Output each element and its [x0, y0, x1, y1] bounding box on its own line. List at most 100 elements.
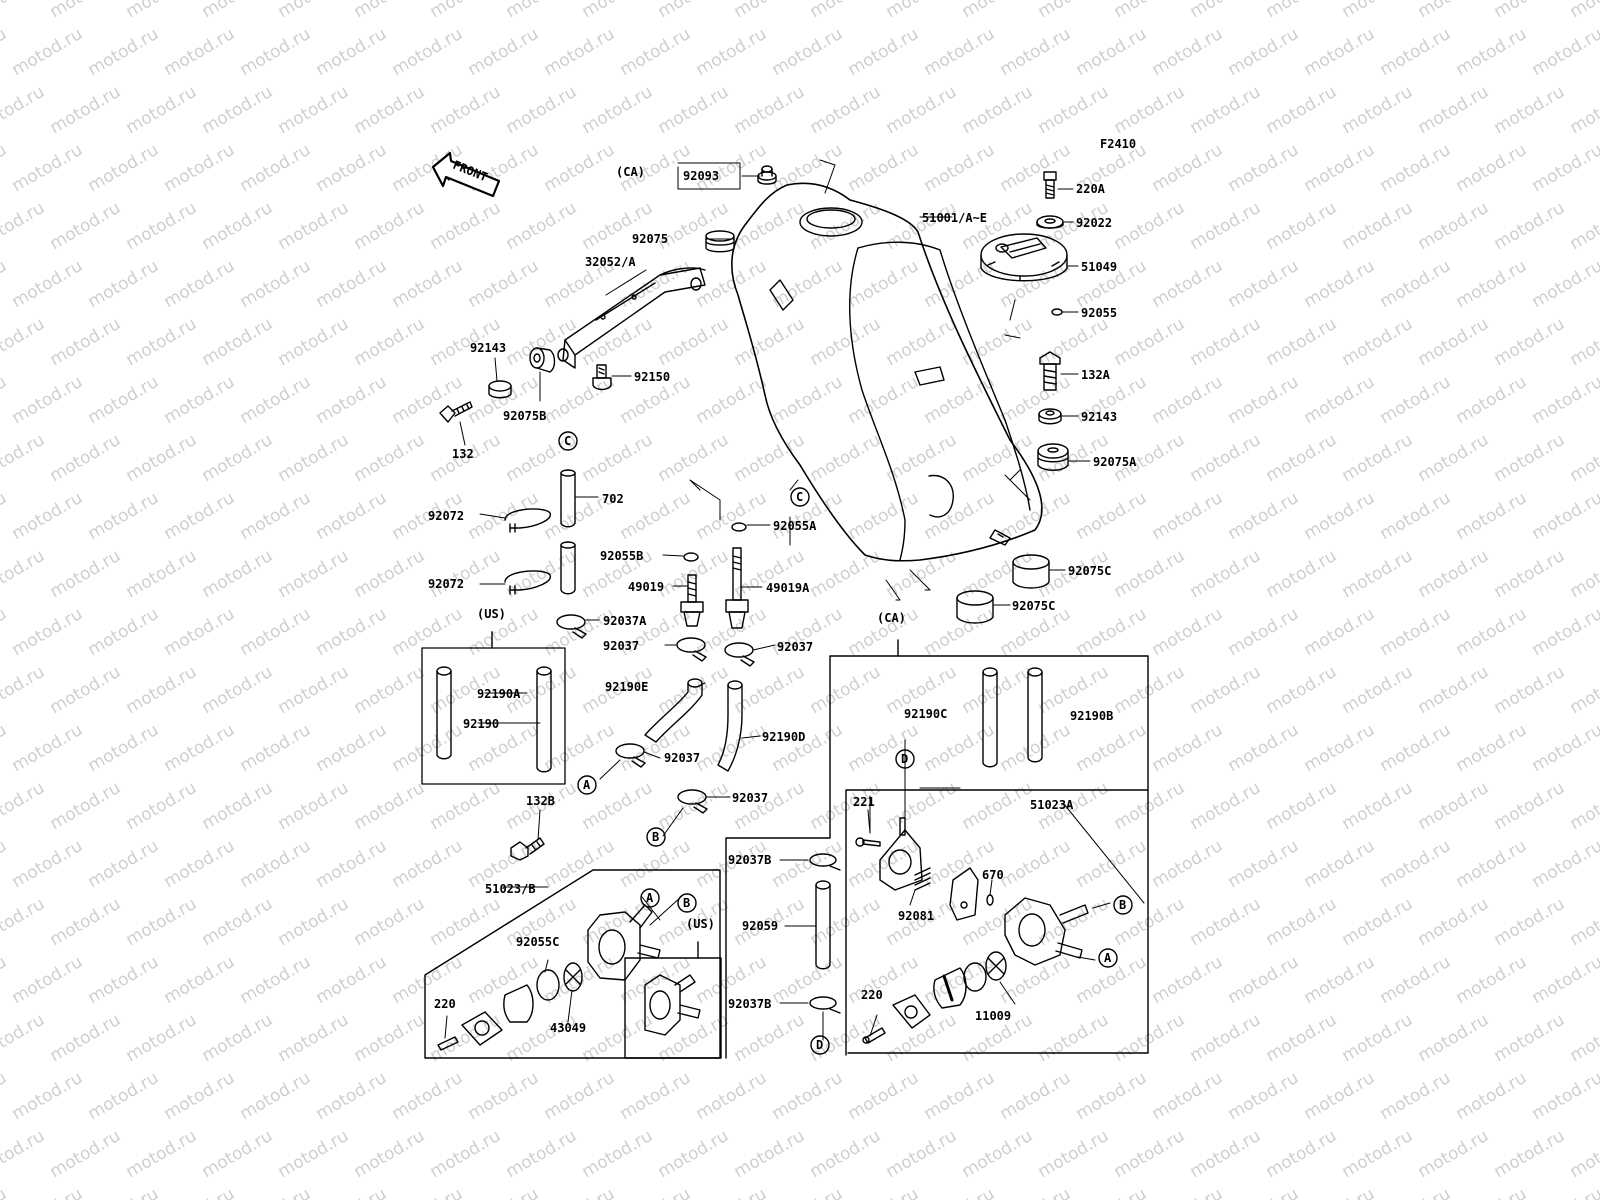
watermark-text: motod.ru — [85, 604, 163, 660]
watermark-text: motod.ru — [1529, 720, 1600, 776]
label-702: 702 — [602, 492, 624, 506]
callout-b-valve-right: B — [1119, 898, 1126, 912]
watermark-text: motod.ru — [351, 778, 429, 834]
callout-d-bottom: D — [816, 1038, 823, 1052]
watermark-text: motod.ru — [845, 488, 923, 544]
watermark-text: motod.ru — [1073, 604, 1151, 660]
callout-a-left: A — [583, 778, 591, 792]
watermark-text: motod.ru — [313, 140, 391, 196]
watermark-text: motod.ru — [1339, 0, 1417, 22]
watermark-text: motod.ru — [655, 314, 733, 370]
watermark-text: motod.ru — [1149, 24, 1227, 80]
label-132b: 132B — [526, 794, 555, 808]
clamp-92037-b — [724, 642, 755, 667]
watermark-text: motod.ru — [921, 604, 999, 660]
label-92075a: 92075A — [1093, 455, 1137, 469]
watermark-text: motod.ru — [1187, 546, 1265, 602]
watermark-text: motod.ru — [1111, 82, 1189, 138]
watermark-text: motod.ru — [199, 1126, 277, 1182]
watermark-text: motod.ru — [883, 82, 961, 138]
watermark-text: motod.ru — [1377, 1184, 1455, 1200]
watermark-text: motod.ru — [769, 1184, 847, 1200]
watermark-text: motod.ru — [1225, 256, 1303, 312]
screw-220-left — [437, 1036, 459, 1051]
watermark-text: motod.ru — [1453, 1184, 1531, 1200]
watermark-text: motod.ru — [807, 894, 885, 950]
watermark-text: motod.ru — [1225, 836, 1303, 892]
label-49019: 49019 — [628, 580, 664, 594]
watermark-text: motod.ru — [1301, 720, 1379, 776]
watermark-text: motod.ru — [1073, 720, 1151, 776]
label-220-right: 220 — [861, 988, 883, 1002]
watermark-text: motod.ru — [883, 1010, 961, 1066]
watermark-text: motod.ru — [1149, 140, 1227, 196]
watermark-text: motod.ru — [0, 140, 10, 196]
watermark-text: motod.ru — [921, 24, 999, 80]
watermark-text: motod.ru — [1111, 0, 1189, 22]
watermark-text: motod.ru — [0, 488, 10, 544]
watermark-text: motod.ru — [1529, 488, 1600, 544]
watermark-text: motod.ru — [1225, 372, 1303, 428]
watermark-text: motod.ru — [1149, 256, 1227, 312]
watermark-text: motod.ru — [997, 24, 1075, 80]
watermark-text: motod.ru — [237, 952, 315, 1008]
watermark-text: motod.ru — [1453, 720, 1531, 776]
watermark-text: motod.ru — [1415, 82, 1493, 138]
watermark-text: motod.ru — [199, 1010, 277, 1066]
watermark-text: motod.ru — [1225, 1068, 1303, 1124]
watermark-text: motod.ru — [1187, 894, 1265, 950]
watermark-text: motod.ru — [1263, 778, 1341, 834]
watermark-text: motod.ru — [351, 314, 429, 370]
watermark-text: motod.ru — [1491, 314, 1569, 370]
watermark-text: motod.ru — [427, 1126, 505, 1182]
watermark-text: motod.ru — [1149, 1068, 1227, 1124]
watermark-text: motod.ru — [1073, 1184, 1151, 1200]
watermark-text: motod.ru — [1529, 952, 1600, 1008]
watermark-text: motod.ru — [883, 778, 961, 834]
leader-lines — [444, 159, 1145, 1041]
watermark-text: motod.ru — [0, 1184, 10, 1200]
watermark-text: motod.ru — [1035, 894, 1113, 950]
watermark-text: motod.ru — [85, 372, 163, 428]
watermark-text: motod.ru — [997, 1068, 1075, 1124]
watermark-text: motod.ru — [313, 256, 391, 312]
label-92037-b: 92037 — [777, 640, 813, 654]
watermark-text: motod.ru — [389, 1184, 467, 1200]
watermark-text: motod.ru — [959, 1126, 1037, 1182]
label-92143-left: 92143 — [470, 341, 506, 355]
figure-code: F2410 — [1100, 137, 1136, 151]
watermark-text: motod.ru — [351, 894, 429, 950]
watermark-text: motod.ru — [845, 24, 923, 80]
watermark-text: motod.ru — [1073, 24, 1151, 80]
watermark-text: motod.ru — [1567, 82, 1600, 138]
watermark-text: motod.ru — [541, 720, 619, 776]
watermark-text: motod.ru — [1491, 82, 1569, 138]
watermark-text: motod.ru — [503, 1126, 581, 1182]
watermark-text: motod.ru — [921, 1184, 999, 1200]
watermark-text: motod.ru — [883, 198, 961, 254]
watermark-text: motod.ru — [275, 198, 353, 254]
watermark-text: motod.ru — [1263, 314, 1341, 370]
watermark-text: motod.ru — [237, 372, 315, 428]
watermark-text: motod.ru — [1529, 836, 1600, 892]
label-92037-a: 92037 — [603, 639, 639, 653]
watermark-text: motod.ru — [1301, 372, 1379, 428]
label-92059: 92059 — [742, 919, 778, 933]
plate-ca — [892, 994, 931, 1029]
watermark-text: motod.ru — [1415, 314, 1493, 370]
watermark-text: motod.ru — [731, 0, 809, 22]
watermark-text: motod.ru — [959, 778, 1037, 834]
watermark-text: motod.ru — [959, 82, 1037, 138]
watermark-text: motod.ru — [0, 198, 48, 254]
labels: F2410 FRONT (CA) 92093 92075 32052/A 510… — [428, 137, 1137, 1052]
watermark-text: motod.ru — [275, 778, 353, 834]
watermark-text: motod.ru — [1377, 836, 1455, 892]
watermark-text: motod.ru — [313, 1184, 391, 1200]
watermark-text: motod.ru — [0, 1068, 10, 1124]
label-92037-d: 92037 — [732, 791, 768, 805]
watermark-text: motod.ru — [807, 0, 885, 22]
watermark-text: motod.ru — [0, 1126, 48, 1182]
watermark-text: motod.ru — [655, 546, 733, 602]
watermark-text: motod.ru — [161, 24, 239, 80]
label-92037-c: 92037 — [664, 751, 700, 765]
